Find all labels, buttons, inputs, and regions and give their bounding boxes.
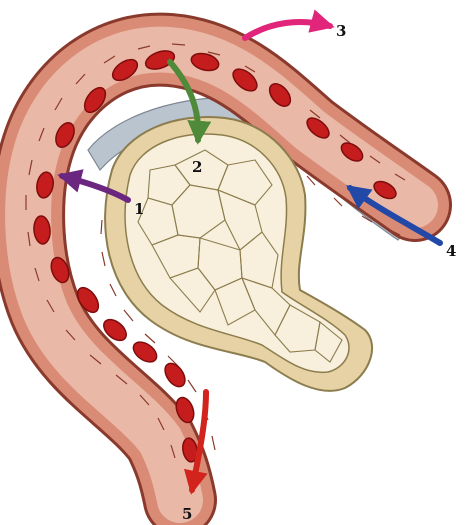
- label-3: 3: [336, 22, 346, 40]
- red-blood-cell: [130, 338, 160, 366]
- label-2: 2: [192, 158, 202, 176]
- arrow-3: [245, 22, 330, 38]
- red-blood-cell: [161, 360, 189, 390]
- label-1: 1: [134, 200, 144, 218]
- label-5: 5: [182, 505, 192, 523]
- label-4: 4: [446, 242, 456, 260]
